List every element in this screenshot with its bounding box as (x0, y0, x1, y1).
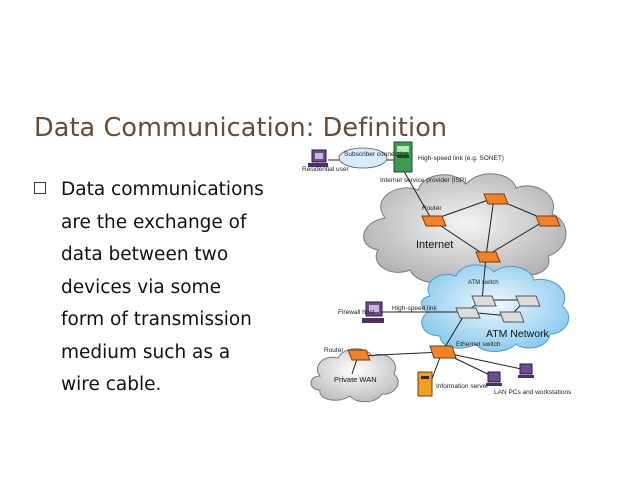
information-server-icon (417, 371, 433, 397)
residential-user-label: Residential user (302, 166, 349, 173)
router-icon (421, 215, 447, 227)
lower-router-icon (347, 349, 371, 361)
ethernet-switch-label: Ethernet switch (456, 341, 501, 348)
lower-router-label: Router (324, 347, 344, 354)
subscriber-bubble (338, 147, 388, 169)
private-wan-label: Private WAN (334, 375, 377, 384)
subscriber-connection-label: Subscriber connection (344, 151, 409, 158)
lan-pcs-label: LAN PCs and workstations (494, 389, 572, 396)
internet-cloud (363, 173, 567, 285)
bullet-line: data between two (61, 244, 229, 265)
router-icon (535, 215, 561, 227)
bullet-line: form of transmission (61, 309, 252, 330)
router-icon (483, 193, 509, 205)
atm-network-label: ATM Network (486, 328, 550, 340)
bullet-line: medium such as a (61, 341, 231, 363)
atm-switch-label: ATM switch (468, 280, 499, 286)
internet-label: Internet (416, 239, 453, 251)
bullet-box-icon (34, 182, 46, 194)
bullet-line: Data communications (61, 179, 264, 200)
slide-title: Data Communication: Definition (34, 113, 448, 143)
router-icon (475, 251, 501, 263)
isp-label: Internet service provider (ISP) (380, 177, 466, 184)
router-label: Router (422, 205, 442, 212)
atm-switch-icon (499, 311, 525, 323)
isp-server-icon (393, 141, 413, 173)
bullet-line: devices via some (61, 276, 221, 298)
bullet-line: are the exchange of (61, 211, 247, 233)
high-speed-link-top-label: High-speed link (e.g. SONET) (418, 155, 504, 162)
residential-user-computer-icon (308, 149, 328, 167)
bullet-line: wire cable. (61, 374, 162, 395)
ethernet-switch-icon (429, 345, 457, 359)
firewall-host-computer-icon (362, 301, 384, 323)
atm-cloud (421, 264, 570, 352)
atm-switch-icon (471, 295, 497, 307)
lan-pc-icon (486, 371, 502, 386)
bullet-text: Data communications are the exchange of … (61, 174, 291, 402)
private-wan-cloud (310, 348, 399, 403)
network-diagram: Residential user Subscriber connection I… (302, 141, 572, 403)
atm-switch-icon (455, 307, 481, 319)
firewall-host-label: Firewall host (338, 309, 375, 316)
information-server-label: Information server (436, 383, 489, 390)
lan-pc-icon (518, 363, 534, 378)
atm-switch-icon (515, 295, 541, 307)
high-speed-link-label: High-speed link (392, 305, 438, 312)
